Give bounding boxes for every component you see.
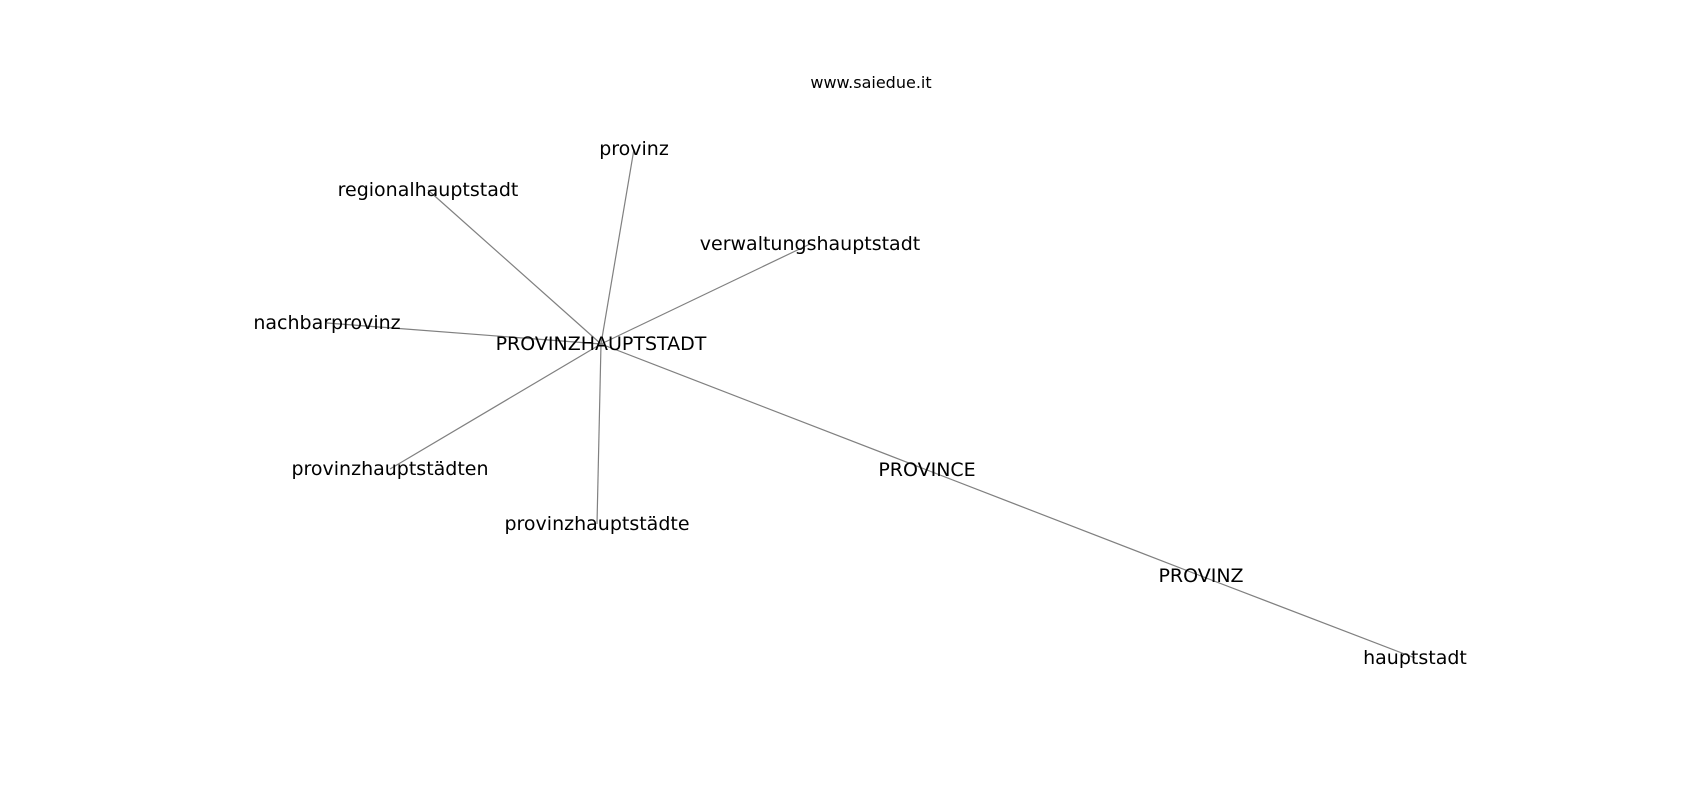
node-provinzhauptstaedten: provinzhauptstädten	[291, 458, 488, 480]
node-verwaltungshauptstadt: verwaltungshauptstadt	[700, 233, 920, 255]
node-hauptstadt: hauptstadt	[1363, 647, 1467, 669]
node-regionalhauptstadt: regionalhauptstadt	[338, 179, 519, 201]
node-provinz: provinz	[599, 138, 669, 160]
edge-provinzhauptstadt-provinz	[600, 148, 635, 345]
graph-edges	[326, 148, 1416, 659]
edge-provinzhauptstadt-verwaltungshauptstadt	[600, 243, 811, 345]
node-nachbarprovinz: nachbarprovinz	[253, 312, 400, 334]
node-province: PROVINCE	[878, 459, 975, 481]
node-provinzhauptstadt: PROVINZHAUPTSTADT	[496, 333, 707, 355]
edge-provinzhauptstadt-provinzhauptstaedten	[389, 343, 602, 470]
watermark: www.saiedue.it	[810, 73, 931, 92]
node-provinzhauptstaedte: provinzhauptstädte	[504, 513, 689, 535]
edge-provinzhauptstadt-province	[600, 343, 928, 471]
node-provinz: PROVINZ	[1158, 565, 1243, 587]
edge-provinzhauptstadt-provinzhauptstaedte	[596, 343, 602, 525]
edge-provinzhauptstadt-nachbarprovinz	[326, 322, 602, 345]
edge-provinz-hauptstadt	[1200, 575, 1416, 659]
edge-provinzhauptstadt-regionalhauptstadt	[427, 189, 602, 345]
graph-nodes: PROVINZHAUPTSTADT provinz regionalhauptsta…	[253, 138, 1467, 669]
edge-province-provinz	[926, 469, 1202, 577]
